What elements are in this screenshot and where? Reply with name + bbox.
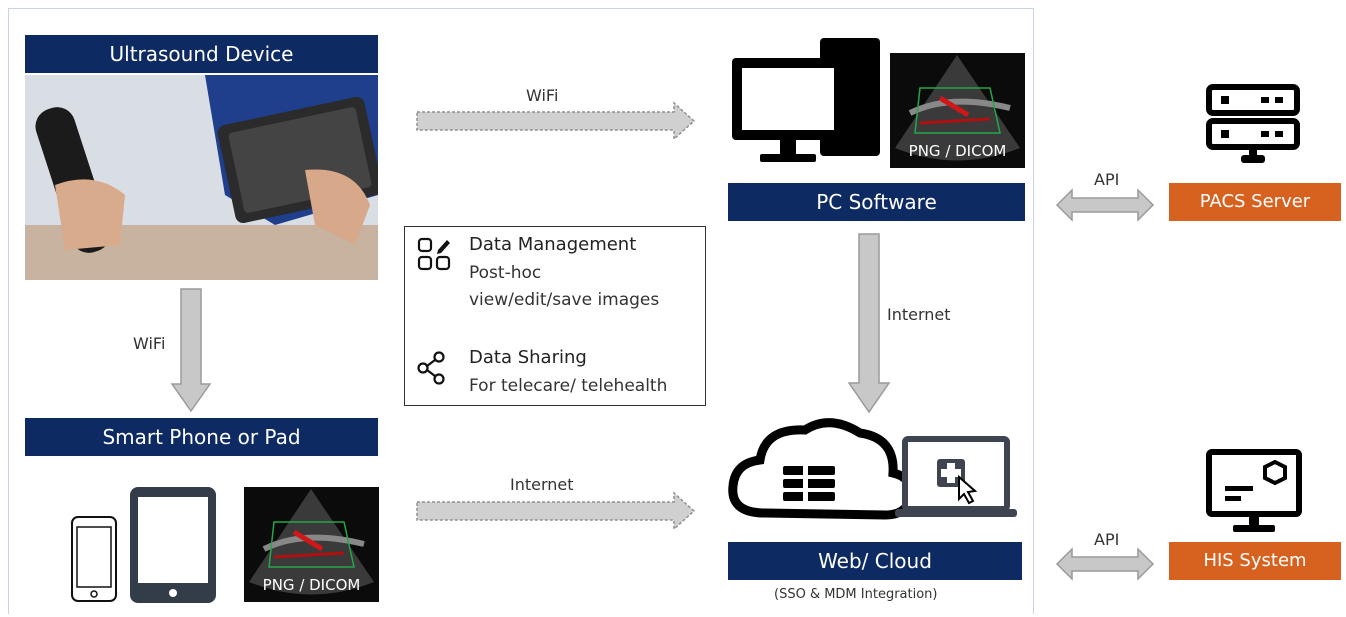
share-icon bbox=[417, 351, 445, 385]
arrow-device-to-pc bbox=[416, 101, 696, 141]
his-system-label: HIS System bbox=[1169, 542, 1341, 580]
arrow-pc-pacs bbox=[1055, 188, 1155, 222]
api-label-his: API bbox=[1094, 530, 1120, 549]
arrow-phone-to-cloud bbox=[416, 491, 696, 531]
wifi-label-top: WiFi bbox=[526, 86, 559, 105]
ultrasound-scan-image-phone: PNG / DICOM bbox=[244, 487, 379, 602]
diagram-frame bbox=[8, 8, 1034, 614]
web-cloud-label: Web/ Cloud bbox=[728, 542, 1022, 580]
pc-software-label: PC Software bbox=[728, 183, 1025, 221]
server-icon bbox=[1206, 84, 1300, 163]
wifi-label-left: WiFi bbox=[133, 334, 166, 353]
laptop-medical-icon bbox=[895, 436, 1017, 517]
internet-label-bottom: Internet bbox=[510, 475, 574, 494]
ultrasound-device-label: Ultrasound Device bbox=[25, 35, 378, 73]
feature-line: For telecare/ telehealth bbox=[469, 376, 668, 396]
scan-caption-pc: PNG / DICOM bbox=[908, 142, 1007, 160]
smart-device-label: Smart Phone or Pad bbox=[25, 418, 378, 456]
internet-label-right: Internet bbox=[887, 305, 951, 324]
feature-line: view/edit/save images bbox=[469, 290, 660, 310]
feature-title-data-sharing: Data Sharing bbox=[469, 347, 587, 368]
apps-edit-icon bbox=[417, 237, 451, 271]
feature-title-data-management: Data Management bbox=[469, 234, 637, 255]
ultrasound-scene-illustration bbox=[25, 75, 378, 280]
arrow-cloud-his bbox=[1055, 547, 1155, 581]
cloud-note: (SSO & MDM Integration) bbox=[774, 587, 938, 602]
his-monitor-icon bbox=[1206, 449, 1302, 532]
desktop-pc-icon bbox=[732, 38, 880, 162]
ultrasound-device-photo bbox=[25, 75, 378, 280]
scan-illustration bbox=[895, 55, 1020, 161]
features-box: Data Management Post-hoc view/edit/save … bbox=[404, 226, 706, 406]
scan-illustration bbox=[249, 489, 374, 595]
arrow-pc-to-cloud bbox=[847, 233, 891, 414]
pacs-server-label: PACS Server bbox=[1169, 183, 1341, 221]
phone-tablet-icon bbox=[71, 487, 216, 603]
ultrasound-scan-image-pc: PNG / DICOM bbox=[890, 53, 1025, 168]
feature-line: Post-hoc bbox=[469, 263, 542, 283]
arrow-device-to-phone bbox=[170, 288, 212, 413]
scan-caption-phone: PNG / DICOM bbox=[262, 576, 361, 594]
api-label-pacs: API bbox=[1094, 170, 1120, 189]
